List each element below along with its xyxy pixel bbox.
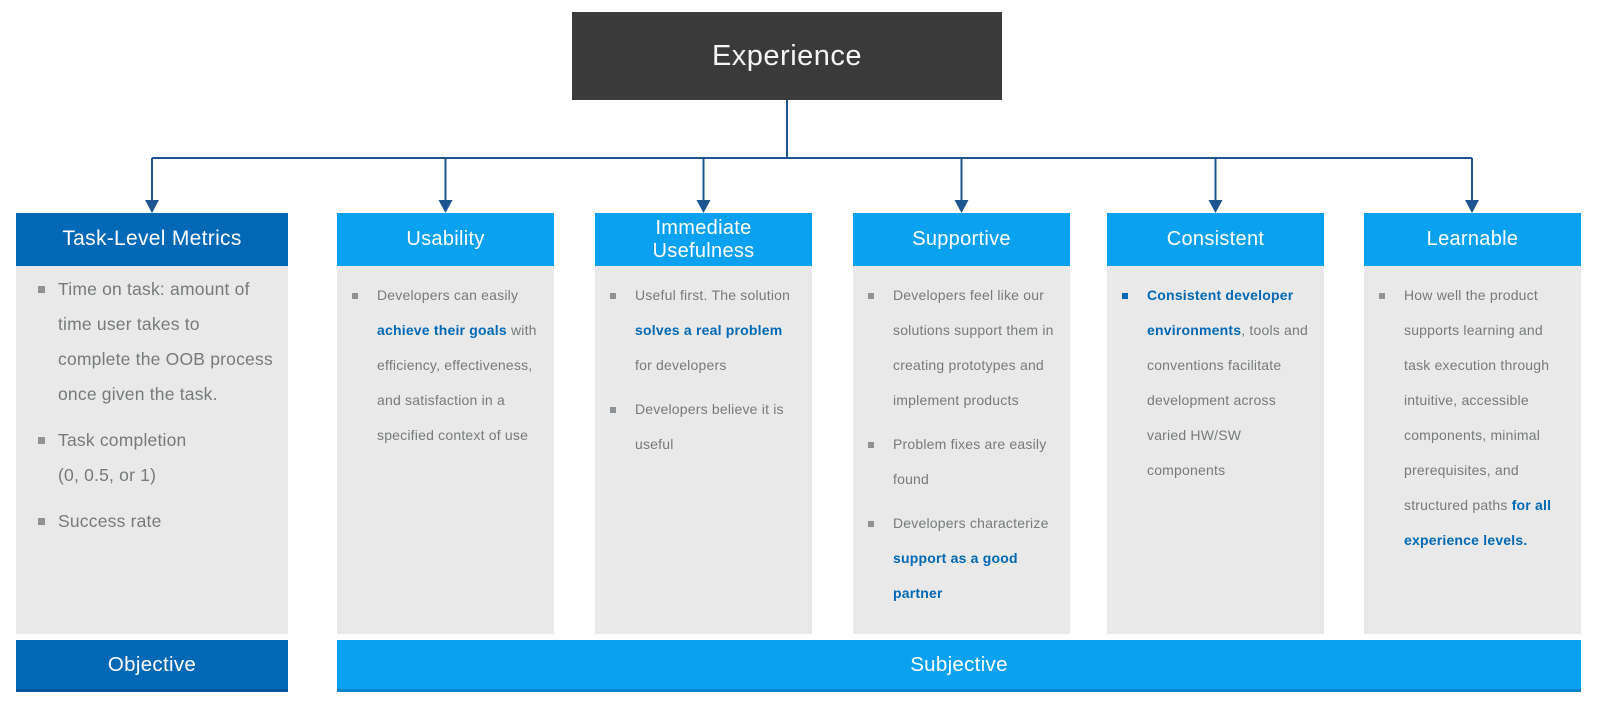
bullet-square-icon (38, 437, 45, 444)
column-header-usability: Usability (337, 213, 554, 266)
bullet-item: Developers characterize support as a goo… (868, 506, 1060, 611)
bullet-item: Problem fixes are easily found (868, 427, 1060, 497)
column-body-supportive: Developers feel like our solutions suppo… (853, 266, 1070, 634)
column-header-consistent: Consistent (1107, 213, 1324, 266)
column-body-consistent: Consistent developer environments, tools… (1107, 266, 1324, 634)
column-consistent: Consistent Consistent developer environm… (1107, 213, 1324, 634)
objective-bar-label: Objective (107, 652, 197, 676)
column-usability: Usability Developers can easily achieve … (337, 213, 554, 634)
column-header-immediate-usefulness: Immediate Usefulness (595, 213, 812, 266)
column-immediate-usefulness: Immediate Usefulness Useful first. The s… (595, 213, 812, 634)
bullet-item: Consistent developer environments, tools… (1122, 278, 1314, 488)
bullet-square-icon (868, 520, 874, 527)
bullet-square-icon (868, 441, 874, 448)
bullet-text: Success rate (58, 511, 162, 531)
bullet-item: Success rate (38, 504, 276, 539)
experience-root-label: Experience (711, 39, 863, 72)
bullet-text: Developers characterize support as a goo… (893, 515, 1049, 601)
bullet-square-icon (1122, 292, 1128, 299)
column-learnable: Learnable How well the product supports … (1364, 213, 1581, 634)
bullet-square-icon (868, 292, 874, 299)
bullet-item: Useful first. The solution solves a real… (610, 278, 802, 383)
column-body-immediate-usefulness: Useful first. The solution solves a real… (595, 266, 812, 634)
column-supportive: Supportive Developers feel like our solu… (853, 213, 1070, 634)
column-header-task-level-metrics: Task-Level Metrics (16, 213, 288, 266)
column-task-level-metrics: Task-Level Metrics Time on task: amount … (16, 213, 288, 634)
column-body-learnable: How well the product supports learning a… (1364, 266, 1581, 634)
arrow-down-icons (145, 200, 1479, 213)
bullet-text: How well the product supports learning a… (1404, 287, 1552, 548)
column-header-supportive: Supportive (853, 213, 1070, 266)
bullet-square-icon (1379, 292, 1385, 299)
column-header-learnable: Learnable (1364, 213, 1581, 266)
bullet-square-icon (610, 406, 616, 413)
bullet-item: Developers believe it is useful (610, 392, 802, 462)
column-body-task-level-metrics: Time on task: amount of time user takes … (16, 266, 288, 634)
bullet-item: How well the product supports learning a… (1379, 278, 1571, 558)
bullet-text: Developers believe it is useful (635, 401, 784, 452)
bullet-item: Task completion (0, 0.5, or 1) (38, 423, 276, 493)
bullet-text: Consistent developer environments, tools… (1147, 287, 1309, 478)
branch-drop-lines (151, 158, 1473, 201)
bullet-text: Developers feel like our solutions suppo… (893, 287, 1054, 408)
bullet-text: Developers can easily achieve their goal… (377, 287, 537, 443)
experience-root-node: Experience (572, 12, 1002, 100)
objective-bar: Objective (16, 640, 288, 692)
subjective-bar: Subjective (337, 640, 1581, 692)
bullet-text: Useful first. The solution solves a real… (635, 287, 791, 373)
bullet-square-icon (38, 286, 45, 293)
bullet-text: Problem fixes are easily found (893, 436, 1047, 487)
bullet-text: Time on task: amount of time user takes … (58, 279, 273, 404)
bullet-square-icon (610, 292, 616, 299)
bullet-square-icon (352, 292, 358, 299)
bullet-item: Developers can easily achieve their goal… (352, 278, 544, 453)
bullet-item: Developers feel like our solutions suppo… (868, 278, 1060, 418)
bullet-text: Task completion (0, 0.5, or 1) (58, 430, 187, 485)
bullet-item: Time on task: amount of time user takes … (38, 272, 276, 412)
column-body-usability: Developers can easily achieve their goal… (337, 266, 554, 634)
bullet-square-icon (38, 518, 45, 525)
subjective-bar-label: Subjective (910, 652, 1008, 676)
